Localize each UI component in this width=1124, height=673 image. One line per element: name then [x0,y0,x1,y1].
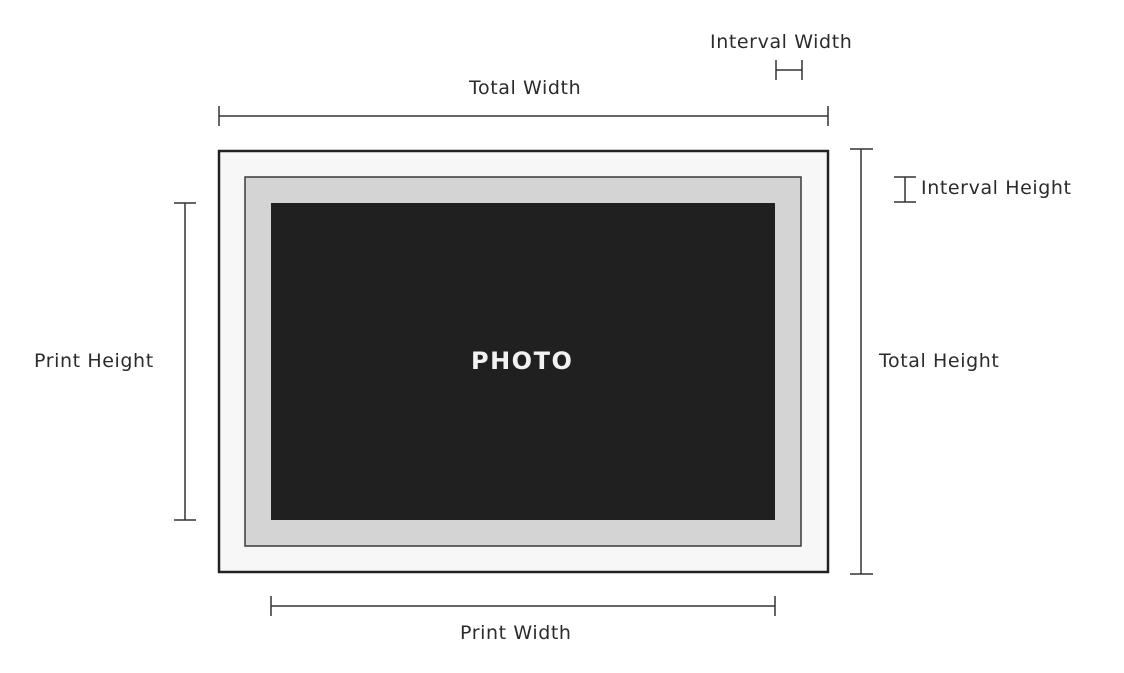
print-height-label: Print Height [34,350,154,372]
photo-area [271,203,775,520]
print-width-label: Print Width [460,622,572,644]
total-height-label: Total Height [879,350,1000,372]
print-height-dimension-line [174,202,196,521]
photo-label: PHOTO [471,347,574,375]
total-width-dimension-line [218,106,829,126]
print-width-dimension-line [270,596,776,616]
interval-width-label: Interval Width [710,31,853,53]
interval-width-marker [775,60,803,80]
total-width-label: Total Width [469,77,582,99]
interval-height-marker [894,176,916,203]
interval-height-label: Interval Height [921,177,1072,199]
total-height-dimension-line [850,148,873,575]
